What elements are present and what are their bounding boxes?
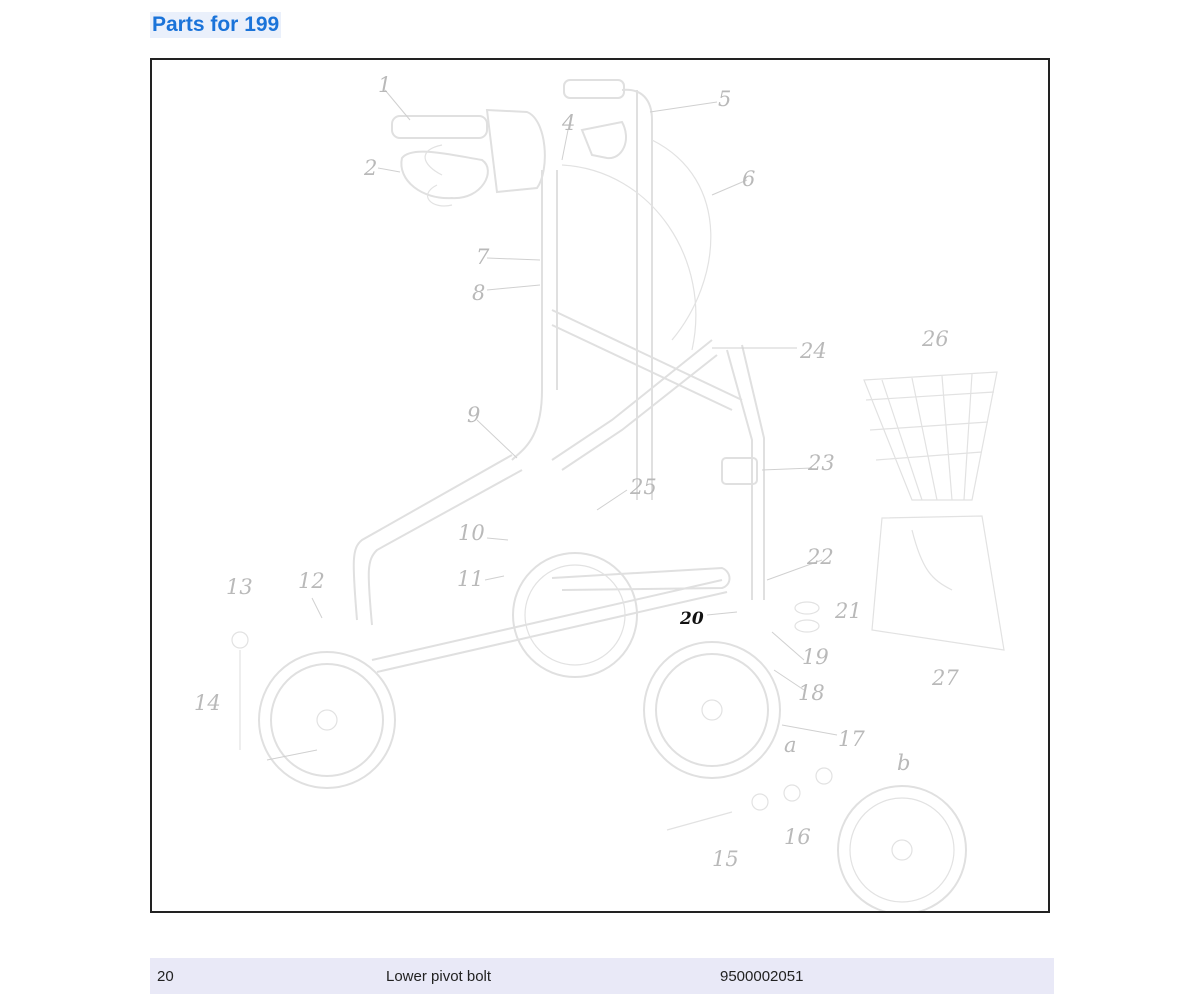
callout-14: 14 [194,691,221,715]
callout-5: 5 [718,87,731,111]
callout-20-highlighted[interactable]: 20 [679,609,704,629]
callout-26: 26 [921,327,949,351]
callout-15: 15 [712,847,739,871]
part-code: 9500002051 [720,967,804,985]
part-number: 20 [157,967,174,985]
parts-table-row[interactable]: 20 Lower pivot bolt 9500002051 [150,958,1054,994]
callout-27: 27 [931,666,959,690]
callout-10: 10 [458,521,485,545]
rear-wheel-left [258,651,396,789]
page-title: Parts for 199 [150,12,282,38]
handle-grip-left [391,108,546,200]
callout-6: 6 [742,167,755,191]
bag [871,515,1005,651]
callout-18: 18 [798,681,825,705]
callout-8: 8 [472,281,485,305]
walker-exploded-diagram: 1 2 4 5 6 7 8 9 10 11 12 13 14 15 16 17 … [194,73,1005,911]
callout-9: 9 [467,403,480,427]
callout-13: 13 [226,575,253,599]
parts-diagram: 1 2 4 5 6 7 8 9 10 11 12 13 14 15 16 17 … [150,58,1050,913]
basket [863,371,998,501]
callout-24: 24 [799,339,827,363]
callout-19: 19 [802,645,829,669]
callout-4: 4 [561,111,575,135]
callout-7: 7 [476,245,490,269]
callout-2: 2 [363,156,377,180]
callout-b: b [897,751,910,775]
part-description: Lower pivot bolt [386,967,492,985]
callout-11: 11 [457,567,484,591]
callout-a: a [784,733,797,757]
callout-21: 21 [834,599,862,623]
front-wheel [643,641,781,779]
callout-12: 12 [298,569,325,593]
hook-icon [424,144,453,207]
spare-wheel [837,785,967,911]
callout-25: 25 [629,475,657,499]
callout-1: 1 [378,73,391,97]
callout-17: 17 [838,727,865,751]
callout-22: 22 [806,545,834,569]
rear-wheel-back [512,552,638,678]
callout-23: 23 [807,451,835,475]
callout-16: 16 [784,825,811,849]
